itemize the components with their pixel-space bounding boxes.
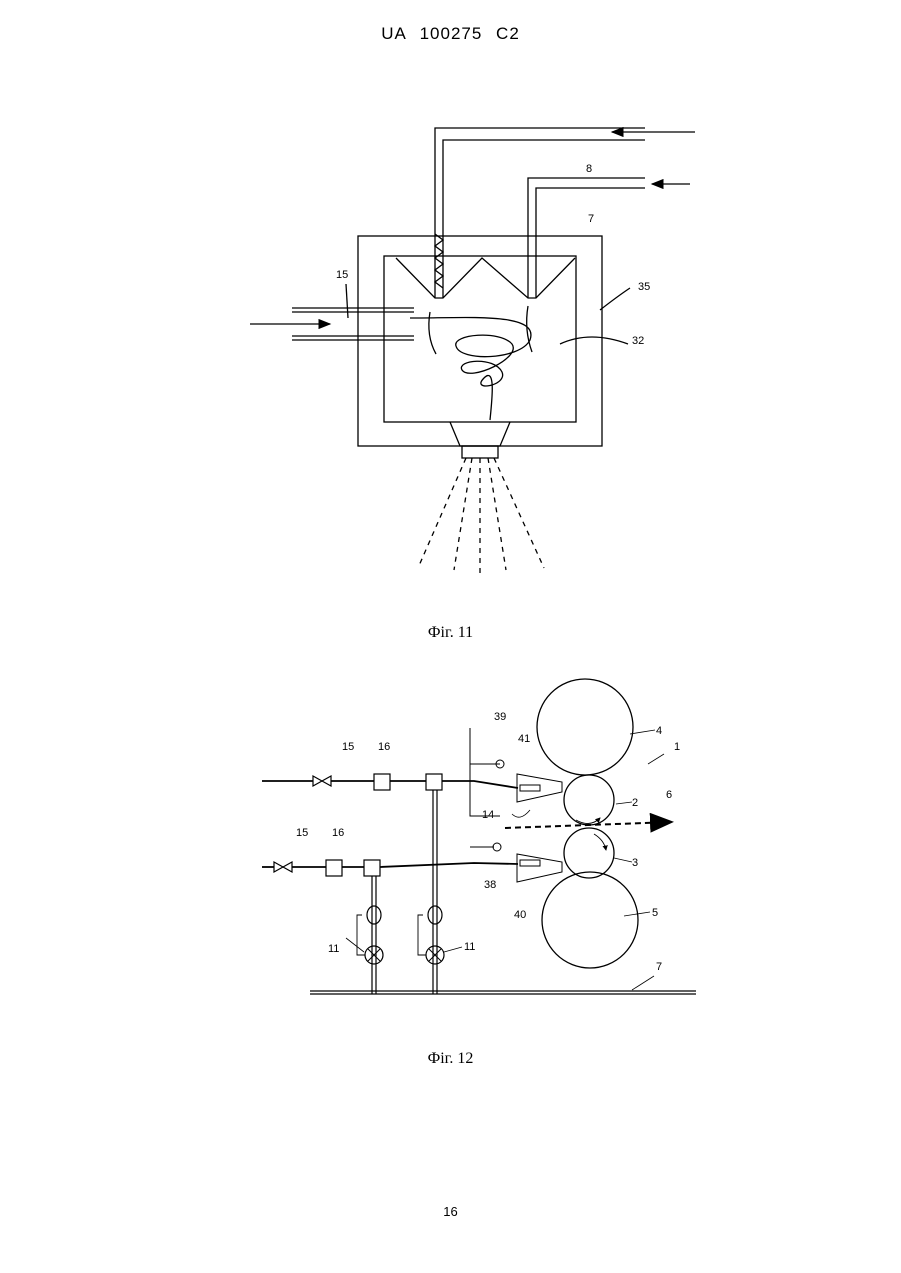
label-38: 38 xyxy=(484,879,496,891)
label-15-upper: 15 xyxy=(342,741,354,753)
spray-pattern xyxy=(418,458,544,574)
flow-meter-left xyxy=(367,906,381,924)
pipe-8-inner xyxy=(443,140,645,298)
label-35: 35 xyxy=(638,281,650,293)
label-16-upper: 16 xyxy=(378,741,390,753)
label-16-lower: 16 xyxy=(332,827,344,839)
roll-5 xyxy=(542,872,638,968)
bottom-nozzle xyxy=(450,422,510,446)
device-16-lower xyxy=(326,860,342,876)
label-2: 2 xyxy=(632,797,638,809)
pipe-7-outer xyxy=(528,178,645,298)
leader-35 xyxy=(600,288,630,310)
page-number: 16 xyxy=(0,1204,901,1219)
figure-11: 8 7 15 35 32 xyxy=(0,0,901,620)
heating-coil xyxy=(435,234,443,288)
mixing-cones xyxy=(396,258,575,298)
roll-3 xyxy=(564,828,614,878)
label-11-right: 11 xyxy=(464,941,475,953)
figure-11-caption: Фіг. 11 xyxy=(0,624,901,642)
leader-1 xyxy=(648,754,664,764)
valve-upper xyxy=(313,776,331,786)
label-1: 1 xyxy=(674,741,680,753)
label-40: 40 xyxy=(514,909,526,921)
label-11-left: 11 xyxy=(328,943,339,955)
label-41: 41 xyxy=(518,733,530,745)
figure-12-caption: Фіг. 12 xyxy=(0,1050,901,1068)
return-line-7 xyxy=(310,991,696,994)
strip-direction-arrow xyxy=(505,822,672,828)
label-4: 4 xyxy=(656,725,662,737)
flow-meter-right xyxy=(428,906,442,924)
valve-lower xyxy=(274,862,292,872)
label-32: 32 xyxy=(632,335,644,347)
label-14: 14 xyxy=(482,809,494,821)
roll-2 xyxy=(564,775,614,825)
pipe-8-outer xyxy=(435,128,645,298)
swirl-flow xyxy=(410,317,531,420)
device-16-upper xyxy=(374,774,390,790)
nozzle-outlet xyxy=(462,446,498,458)
label-7: 7 xyxy=(588,213,594,225)
label-8: 8 xyxy=(586,163,592,175)
figure-12-drawing: 39 41 1 4 2 6 14 15 16 15 16 38 3 40 5 1… xyxy=(0,670,901,1030)
label-6: 6 xyxy=(666,789,672,801)
label-7: 7 xyxy=(656,961,662,973)
label-15-lower: 15 xyxy=(296,827,308,839)
figure-12: 39 41 1 4 2 6 14 15 16 15 16 38 3 40 5 1… xyxy=(0,670,901,1030)
figure-11-drawing: 8 7 15 35 32 xyxy=(0,0,901,620)
inner-chamber xyxy=(384,256,576,422)
label-5: 5 xyxy=(652,907,658,919)
label-15: 15 xyxy=(336,269,348,281)
label-3: 3 xyxy=(632,857,638,869)
roll-4 xyxy=(537,679,633,775)
leader-32 xyxy=(560,337,628,344)
label-39: 39 xyxy=(494,711,506,723)
